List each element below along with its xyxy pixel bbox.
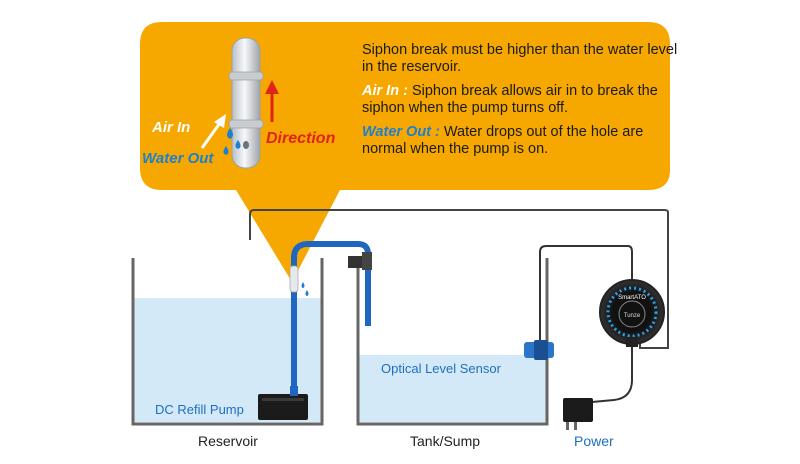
tank-water bbox=[358, 355, 547, 422]
callout-line-air: Air In : Siphon break allows air in to b… bbox=[362, 83, 682, 117]
reservoir-label: Reservoir bbox=[198, 433, 258, 449]
tube-clip bbox=[362, 252, 372, 270]
reservoir-container bbox=[131, 258, 324, 426]
controller-brand: SmartATO bbox=[618, 295, 646, 301]
siphon-break-small bbox=[289, 265, 299, 293]
sensor-label: Optical Level Sensor bbox=[381, 361, 501, 376]
callout-line-1: Siphon break must be higher than the wat… bbox=[362, 42, 678, 75]
water-out-description: Water drops out of the hole are normal w… bbox=[362, 124, 644, 157]
callout-text: Siphon break must be higher than the wat… bbox=[362, 42, 682, 165]
water-out-keyword: Water Out : bbox=[362, 124, 440, 140]
controller-logo: Tunze bbox=[624, 313, 641, 319]
water-drop-icon bbox=[301, 282, 305, 288]
water-drop-icon bbox=[305, 290, 309, 296]
direction-label: Direction bbox=[266, 130, 336, 147]
water-drop-icon bbox=[227, 128, 233, 139]
dc-refill-pump bbox=[258, 386, 308, 420]
callout-line-water: Water Out : Water drops out of the hole … bbox=[362, 124, 682, 158]
power-cable bbox=[591, 347, 633, 403]
smartato-controller bbox=[599, 279, 665, 347]
sensor-cable bbox=[539, 245, 633, 340]
power-label: Power bbox=[574, 433, 614, 449]
refill-tube bbox=[291, 241, 371, 390]
water-drop-icon bbox=[235, 140, 241, 149]
air-in-arrowhead bbox=[214, 114, 226, 128]
water-out-label: Water Out bbox=[142, 150, 214, 167]
air-in-description: Siphon break allows air in to break the … bbox=[362, 83, 658, 116]
tube-clip bbox=[348, 256, 362, 268]
tank-label: Tank/Sump bbox=[410, 433, 481, 449]
air-in-label: Air In bbox=[152, 119, 191, 136]
water-drop-icon bbox=[223, 146, 229, 155]
power-adapter bbox=[563, 398, 593, 430]
control-cable bbox=[249, 209, 669, 349]
optical-level-sensor bbox=[524, 340, 554, 360]
siphon-break-device bbox=[228, 37, 264, 169]
air-in-keyword: Air In : bbox=[362, 83, 408, 99]
direction-arrowhead bbox=[265, 80, 279, 94]
pump-label: DC Refill Pump bbox=[155, 402, 244, 417]
